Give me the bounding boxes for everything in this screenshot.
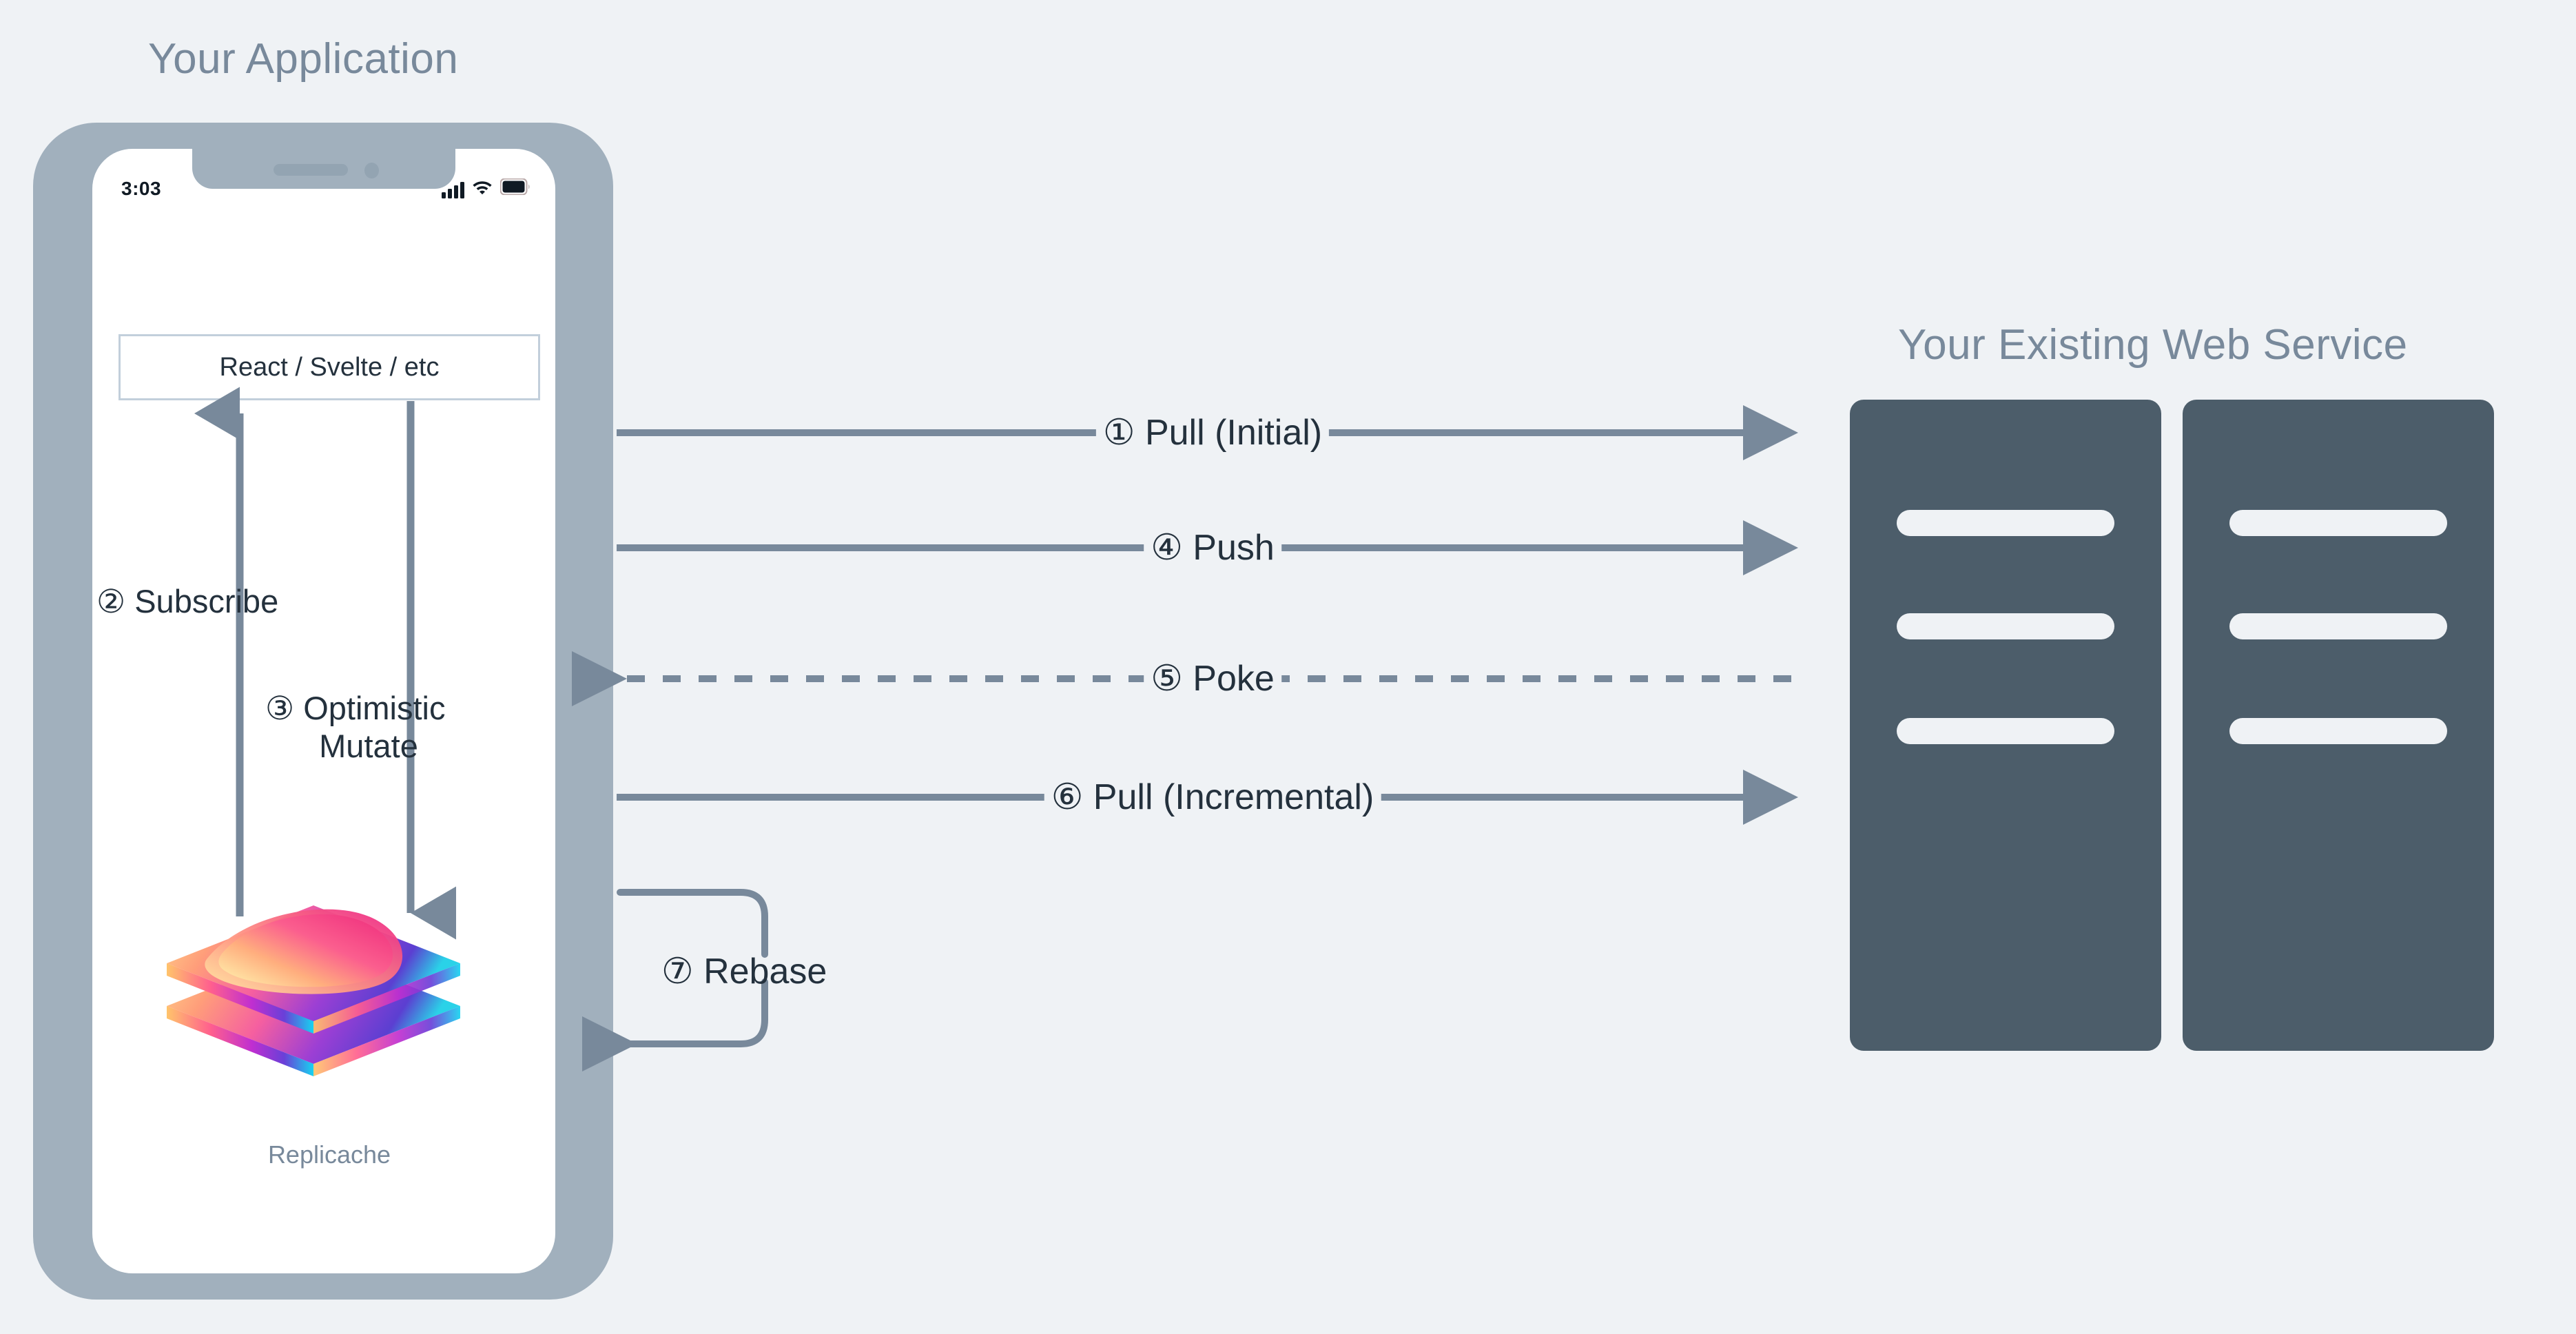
- status-bar-time: 3:03: [121, 178, 162, 199]
- server-slot-bar: [1897, 510, 2114, 536]
- page-title-your-application: Your Application: [148, 35, 459, 83]
- step-text-mutate: Mutate: [319, 728, 418, 765]
- flow-label-push: ④ Push: [1144, 527, 1281, 568]
- step-label-subscribe: ② Subscribe: [96, 582, 278, 620]
- cellular-signal-icon: [442, 182, 464, 198]
- status-bar-icons: [442, 178, 530, 198]
- replicache-logo-icon: [167, 905, 460, 1076]
- step-label-optimistic-mutate: ③ Optimistic Mutate: [265, 689, 561, 766]
- flow-label-poke: ⑤ Poke: [1144, 658, 1281, 699]
- framework-box: React / Svelte / etc: [119, 334, 540, 400]
- server-slot-bar: [1897, 718, 2114, 744]
- server-rack-left: [1850, 400, 2161, 1051]
- step-text-subscribe: Subscribe: [134, 583, 279, 619]
- battery-icon: [499, 178, 530, 198]
- step-number-3: ③: [265, 690, 295, 726]
- server-slot-bar: [2229, 510, 2447, 536]
- replicache-label: Replicache: [267, 1140, 391, 1169]
- phone-status-bar: 3:03: [92, 149, 555, 208]
- phone-notch: [192, 149, 455, 189]
- server-slot-bar: [2229, 718, 2447, 744]
- flow-label-rebase: ⑦ Rebase: [661, 952, 827, 992]
- front-camera-icon: [364, 163, 379, 178]
- server-slot-bar: [2229, 613, 2447, 639]
- framework-box-label: React / Svelte / etc: [219, 352, 440, 382]
- flow-label-pull-initial: ① Pull (Initial): [1095, 412, 1330, 453]
- server-rack-right: [2183, 400, 2494, 1051]
- page-title-your-existing-web-service: Your Existing Web Service: [1898, 321, 2408, 369]
- step-number-2: ②: [96, 583, 126, 619]
- earpiece-speaker-icon: [274, 164, 348, 176]
- step-text-optimistic: Optimistic: [303, 690, 446, 726]
- flow-label-pull-incremental: ⑥ Pull (Incremental): [1044, 777, 1381, 818]
- server-slot-bar: [1897, 613, 2114, 639]
- wifi-icon: [472, 178, 493, 198]
